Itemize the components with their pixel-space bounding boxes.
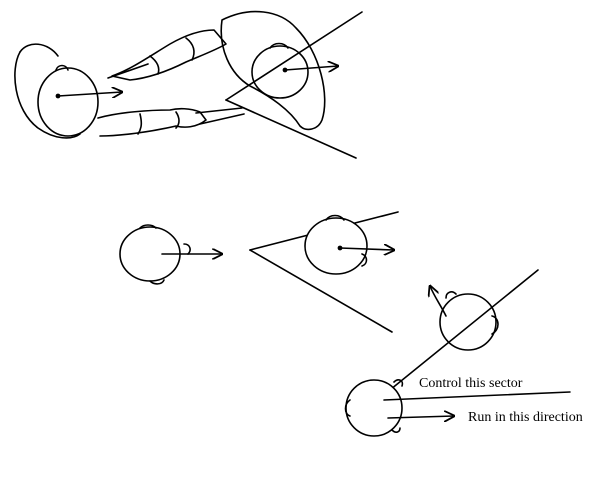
middle-right-player xyxy=(304,214,394,275)
run-direction-label: Run in this direction xyxy=(468,410,583,425)
running-player xyxy=(344,379,571,437)
middle-left-player xyxy=(119,224,222,285)
right-figure-arm xyxy=(111,29,227,81)
left-overhead-figure xyxy=(14,43,245,139)
left-figure-arm xyxy=(97,107,207,137)
left-figure-ear xyxy=(55,64,69,71)
right-figure-facing-arrow xyxy=(284,66,338,70)
right-overhead-figure xyxy=(107,10,338,131)
turning-player xyxy=(430,286,499,351)
middle-figures-group xyxy=(119,211,399,333)
middle-right-facing-arrow xyxy=(339,248,394,250)
top-figures-group xyxy=(14,10,363,159)
bottom-sector-diagonal xyxy=(379,269,539,399)
left-figure-facing-arrow xyxy=(57,92,122,96)
control-sector-label: Control this sector xyxy=(419,376,523,391)
right-figure-shoulder xyxy=(220,10,326,131)
bottom-figures-group: Control this sector Run in this directio… xyxy=(344,269,583,437)
right-figure-head xyxy=(251,45,309,99)
control-sector-lower-line xyxy=(383,391,571,401)
top-control-sector xyxy=(225,11,363,159)
run-direction-arrow xyxy=(387,416,454,418)
right-figure-ear xyxy=(269,42,289,49)
left-figure-shoulder xyxy=(14,51,81,139)
turn-arrow xyxy=(430,286,447,317)
left-figure-head xyxy=(37,67,99,137)
